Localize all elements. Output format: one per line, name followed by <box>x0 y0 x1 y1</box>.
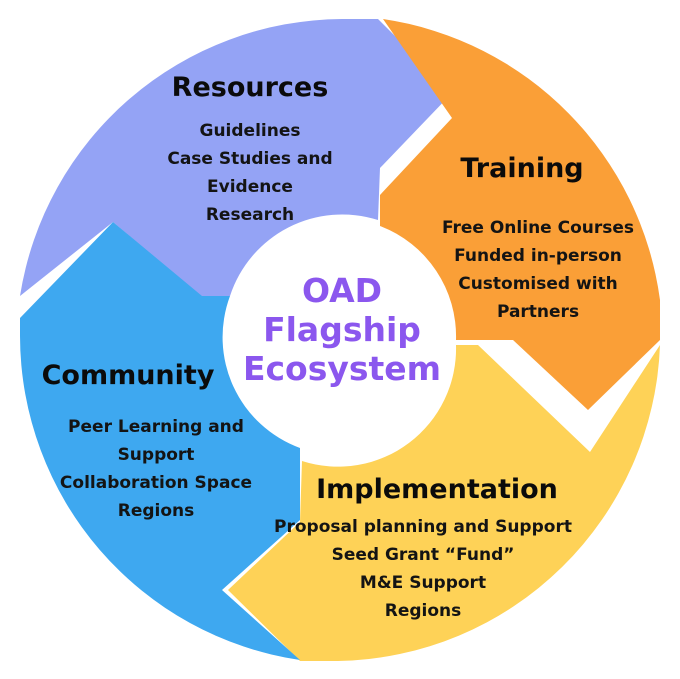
implementation-item: Regions <box>385 601 462 621</box>
resources-item: Guidelines <box>200 121 301 141</box>
community-item: Support <box>118 445 195 465</box>
center-line-2: Flagship <box>263 310 421 349</box>
center-line-3: Ecosystem <box>243 349 441 388</box>
community-item: Peer Learning and <box>68 417 244 437</box>
center-circle <box>228 222 452 446</box>
community-title: Community <box>42 360 215 391</box>
implementation-item: Proposal planning and Support <box>274 517 572 537</box>
resources-item: Evidence <box>207 177 293 197</box>
implementation-item: M&E Support <box>360 573 486 593</box>
training-item: Customised with <box>458 274 618 294</box>
resources-title: Resources <box>172 72 329 103</box>
resources-item: Research <box>206 205 294 225</box>
training-item: Partners <box>497 302 579 322</box>
resources-segment <box>20 19 452 296</box>
implementation-title: Implementation <box>316 474 558 505</box>
implementation-item: Seed Grant “Fund” <box>332 545 515 565</box>
community-item: Regions <box>118 501 195 521</box>
training-segment <box>380 19 660 410</box>
community-segment <box>20 222 300 660</box>
community-item: Collaboration Space <box>60 473 252 493</box>
training-title: Training <box>460 153 583 184</box>
implementation-segment <box>228 345 660 661</box>
training-item: Funded in-person <box>454 246 622 266</box>
center-line-1: OAD <box>302 271 382 310</box>
training-item: Free Online Courses <box>442 218 634 238</box>
resources-item: Case Studies and <box>167 149 332 169</box>
